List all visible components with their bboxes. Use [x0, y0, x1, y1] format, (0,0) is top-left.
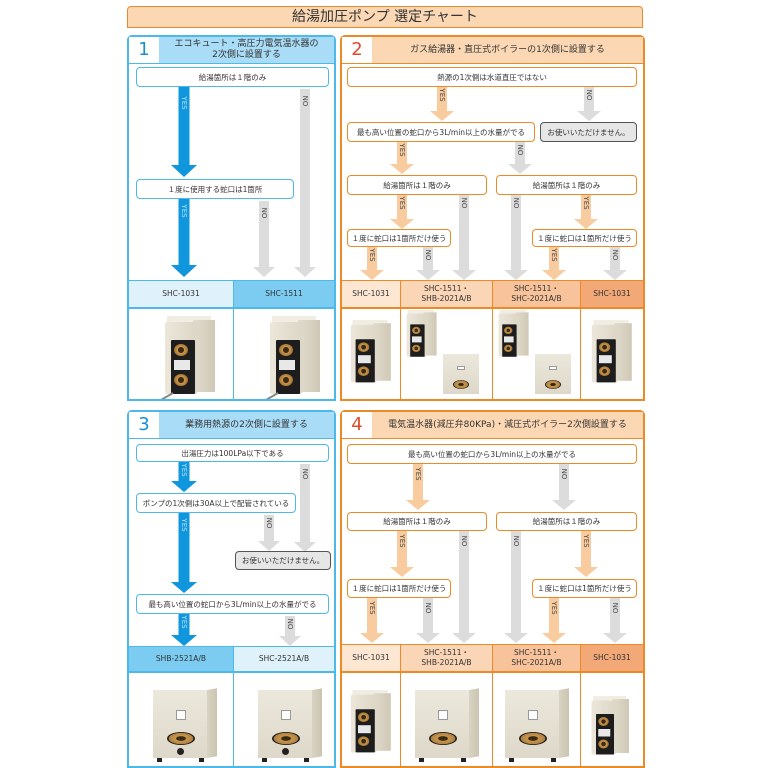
no-arrow: NO: [258, 515, 280, 551]
yes-arrow: YES: [360, 598, 384, 643]
product-image: [342, 308, 400, 399]
product-cell: SHC-1511・SHB-2021A/B: [400, 645, 492, 671]
question-box: 最も高い位置の蛇口から3L/min以上の水量がでる: [347, 122, 535, 142]
product-cell: SHC-1511・SHC-2021A/B: [492, 645, 580, 671]
question-box: 給湯箇所は１階のみ: [347, 175, 487, 195]
question-box: 給湯箇所は１階のみ: [496, 175, 637, 195]
product-cell: SHC-1031: [580, 281, 643, 307]
panel-number: 2: [342, 37, 372, 63]
no-arrow: NO: [577, 87, 601, 121]
yes-arrow: YES: [542, 598, 566, 643]
question-box: 最も高い位置の蛇口から3L/min以上の水量がでる: [347, 444, 637, 464]
yes-arrow: YES: [171, 462, 197, 492]
no-arrow: NO: [508, 142, 532, 174]
product-cell: SHC-1031: [342, 281, 400, 307]
product-image: [580, 672, 643, 766]
no-arrow: NO: [452, 195, 476, 280]
yes-arrow: YES: [574, 531, 598, 577]
panel-header: 4 電気温水器(減圧弁80KPa)・減圧式ボイラー2次側設置する: [342, 412, 643, 438]
no-arrow: NO: [452, 531, 476, 643]
product-cell: SHB-2521A/B: [129, 647, 233, 671]
question-box: 出湯圧力は100LPa以下である: [136, 444, 329, 462]
no-arrow: NO: [294, 89, 316, 277]
question-box: 給湯箇所は１階のみ: [347, 512, 487, 531]
panel-title: 電気温水器(減圧弁80KPa)・減圧式ボイラー2次側設置する: [372, 412, 643, 438]
product-cell: SHC-1511・SHB-2021A/B: [400, 281, 492, 307]
yes-arrow: YES: [171, 513, 197, 593]
product-image-shc-2521ab: [233, 672, 334, 766]
no-arrow: NO: [253, 201, 275, 277]
panel-4: 4 電気温水器(減圧弁80KPa)・減圧式ボイラー2次側設置する 最も高い位置の…: [340, 410, 645, 768]
product-cell: SHC-1031: [129, 281, 233, 307]
product-image: [492, 308, 580, 399]
panel-title: ガス給湯器・直圧式ボイラーの1次側に設置する: [372, 37, 643, 63]
product-image-shc-1031: [129, 308, 233, 399]
product-cell: SHC-2521A/B: [233, 647, 334, 671]
panel-header: 3 業務用熱源の2次側に設置する: [129, 412, 334, 438]
yes-arrow: YES: [430, 87, 454, 121]
no-arrow: NO: [603, 598, 627, 643]
product-cell: SHC-1031: [580, 645, 643, 671]
panel-2: 2 ガス給湯器・直圧式ボイラーの1次側に設置する 熱源の1次側は水道直圧ではない…: [340, 35, 645, 401]
question-box: １度に蛇口は1箇所だけ使う: [532, 229, 637, 247]
product-image: [400, 672, 492, 766]
yes-arrow: YES: [406, 464, 430, 510]
product-image-shc-1511: [233, 308, 334, 399]
question-box: １度に使用する蛇口は1箇所: [136, 179, 294, 199]
panel-number: 4: [342, 412, 372, 438]
product-image: [580, 308, 643, 399]
product-image: [400, 308, 492, 399]
question-box: 最も高い位置の蛇口から3L/min以上の水量がでる: [136, 594, 329, 614]
panel-3: 3 業務用熱源の2次側に設置する 出湯圧力は100LPa以下である YES NO…: [127, 410, 336, 768]
no-arrow: NO: [603, 247, 627, 280]
yes-arrow: YES: [542, 247, 566, 280]
yes-arrow: YES: [574, 195, 598, 229]
panel-number: 3: [129, 412, 159, 438]
product-image-shb-2521ab: [129, 672, 233, 766]
no-arrow: NO: [504, 531, 528, 643]
yes-arrow: YES: [390, 195, 414, 229]
no-arrow: NO: [552, 464, 576, 510]
chart-title: 給湯加圧ポンプ 選定チャート: [127, 6, 643, 28]
no-arrow: NO: [279, 616, 301, 646]
product-cell: SHC-1511・SHC-2021A/B: [492, 281, 580, 307]
yes-arrow: YES: [360, 247, 384, 280]
question-box: １度に蛇口は1箇所だけ使う: [532, 579, 637, 598]
product-image: [342, 672, 400, 766]
product-cell: SHC-1031: [342, 645, 400, 671]
question-box: 熱源の1次側は水道直圧ではない: [347, 67, 637, 87]
question-box: 給湯箇所は１階のみ: [496, 512, 637, 531]
question-box: 給湯箇所は１階のみ: [136, 67, 329, 87]
no-arrow: NO: [416, 598, 440, 643]
product-cell: SHC-1511: [233, 281, 334, 307]
not-usable-box: お使いいただけません。: [540, 122, 637, 142]
question-box: １度に蛇口は1箇所だけ使う: [347, 229, 451, 247]
yes-arrow: YES: [171, 614, 197, 646]
no-arrow: NO: [504, 195, 528, 280]
no-arrow: NO: [416, 247, 440, 280]
panel-title: 業務用熱源の2次側に設置する: [159, 412, 334, 438]
question-box: ポンプの1次側は30A以上で配管されている: [136, 493, 296, 513]
yes-arrow: YES: [171, 199, 197, 277]
product-image: [492, 672, 580, 766]
panel-header: 2 ガス給湯器・直圧式ボイラーの1次側に設置する: [342, 37, 643, 63]
question-box: １度に蛇口は1箇所だけ使う: [347, 579, 451, 598]
yes-arrow: YES: [390, 531, 414, 577]
panel-number: 1: [129, 37, 159, 63]
yes-arrow: YES: [390, 142, 414, 174]
yes-arrow: YES: [171, 87, 197, 177]
not-usable-box: お使いいただけません。: [235, 551, 331, 570]
no-arrow: NO: [294, 464, 316, 552]
